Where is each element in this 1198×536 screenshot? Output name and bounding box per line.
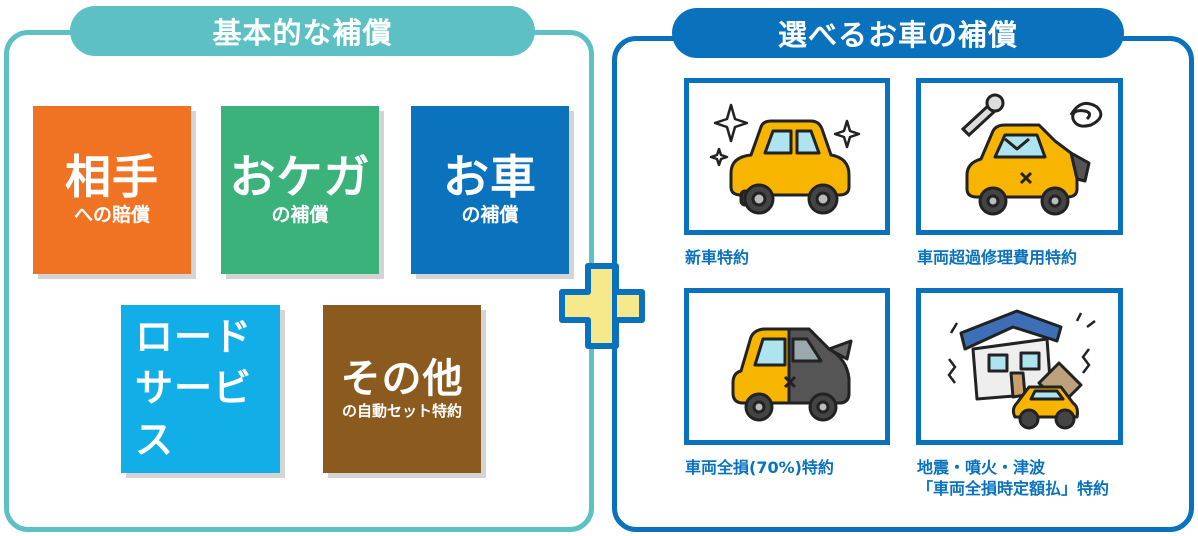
option-earthquake-rider[interactable] <box>916 288 1123 445</box>
option-caption: 新車特約 <box>685 248 750 267</box>
earthquake-collapsed-house-car-icon <box>947 309 1096 430</box>
tile-big-label: その他 <box>340 356 464 402</box>
tile-injury-coverage[interactable]: おケガ の補償 <box>221 106 379 274</box>
option-total-loss-70-rider[interactable] <box>684 288 890 445</box>
tile-small-label: への賠償 <box>73 203 150 226</box>
wrecked-car-icon <box>731 327 853 422</box>
tile-big-label-line1: ロード <box>135 315 253 360</box>
sparkling-new-car-icon <box>709 103 861 215</box>
tile-vehicle-coverage[interactable]: お車 の補償 <box>411 106 569 274</box>
tile-big-label-line2: サービス <box>135 366 253 462</box>
option-caption: 地震・噴火・津波 「車両全損時定額払」特約 <box>917 457 1109 499</box>
tile-road-service[interactable]: ロード サービス <box>121 305 280 473</box>
option-caption-line1: 地震・噴火・津波 <box>917 458 1046 477</box>
optional-coverage-title: 選べるお車の補償 <box>672 8 1124 58</box>
tile-third-party-liability[interactable]: 相手 への賠償 <box>33 106 191 274</box>
tile-other-auto-riders[interactable]: その他 の自動セット特約 <box>323 305 481 473</box>
option-caption: 車両超過修理費用特約 <box>917 248 1078 267</box>
damaged-car-wrench-icon <box>960 93 1103 216</box>
option-caption-line2: 「車両全損時定額払」特約 <box>917 479 1110 498</box>
tile-small-label: の自動セット特約 <box>341 402 462 420</box>
tile-big-label: お車 <box>443 150 537 205</box>
option-new-car-rider[interactable] <box>684 78 890 235</box>
option-excess-repair-cost-rider[interactable] <box>916 78 1123 235</box>
tile-big-label: おケガ <box>229 150 371 205</box>
tile-small-label: の補償 <box>461 203 519 226</box>
basic-coverage-title: 基本的な補償 <box>70 6 535 56</box>
tile-small-label: の補償 <box>271 203 329 226</box>
tile-big-label: 相手 <box>65 150 159 205</box>
option-caption: 車両全損(70%)特約 <box>685 458 834 477</box>
